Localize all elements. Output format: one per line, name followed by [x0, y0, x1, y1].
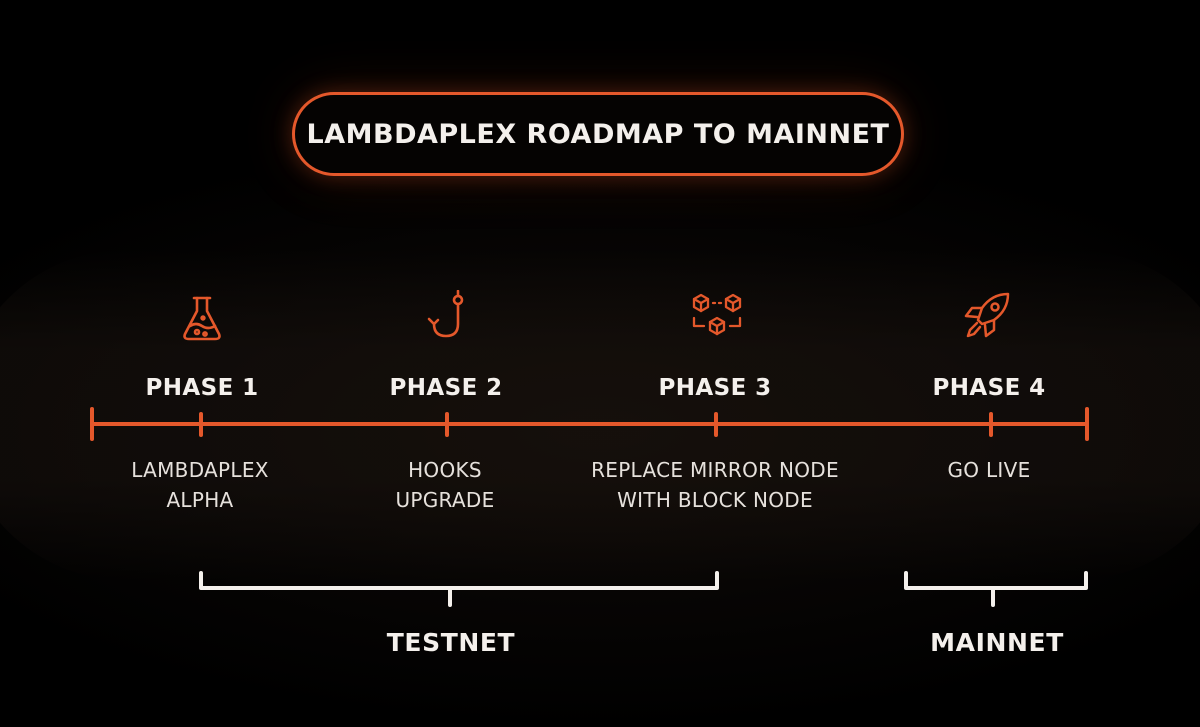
roadmap-title-pill: LAMBDAPLEX ROADMAP TO MAINNET — [292, 92, 904, 176]
phase-2-desc-line-1: HOOKS — [408, 458, 482, 482]
blocks-icon — [690, 290, 742, 340]
phase-3-desc-line-1: REPLACE MIRROR NODE — [591, 458, 839, 482]
mainnet-bracket — [904, 571, 1088, 607]
timeline — [90, 407, 1089, 441]
rocket-icon — [962, 290, 1012, 340]
roadmap-title: LAMBDAPLEX ROADMAP TO MAINNET — [306, 118, 890, 150]
phase-1-label: PHASE 1 — [145, 375, 259, 401]
phase-3-description: REPLACE MIRROR NODE WITH BLOCK NODE — [555, 455, 875, 515]
group-brackets — [199, 571, 1088, 607]
flask-icon — [178, 293, 228, 343]
phase-1-desc-line-2: ALPHA — [166, 488, 234, 512]
hook-icon — [422, 290, 472, 340]
phase-1-description: LAMBDAPLEX ALPHA — [40, 455, 360, 515]
phase-2-desc-line-2: UPGRADE — [395, 488, 495, 512]
phase-1-desc-line-1: LAMBDAPLEX — [131, 458, 269, 482]
testnet-label: TESTNET — [386, 628, 516, 657]
phase-2-description: HOOKS UPGRADE — [285, 455, 605, 515]
phase-2-label: PHASE 2 — [389, 375, 503, 401]
testnet-bracket — [199, 571, 719, 607]
phase-4-label: PHASE 4 — [932, 375, 1046, 401]
mainnet-label: MAINNET — [930, 628, 1064, 657]
phase-4-description: GO LIVE — [829, 455, 1149, 485]
phase-3-desc-line-2: WITH BLOCK NODE — [617, 488, 813, 512]
phase-3-label: PHASE 3 — [658, 375, 772, 401]
phase-4-desc-line-1: GO LIVE — [947, 458, 1031, 482]
